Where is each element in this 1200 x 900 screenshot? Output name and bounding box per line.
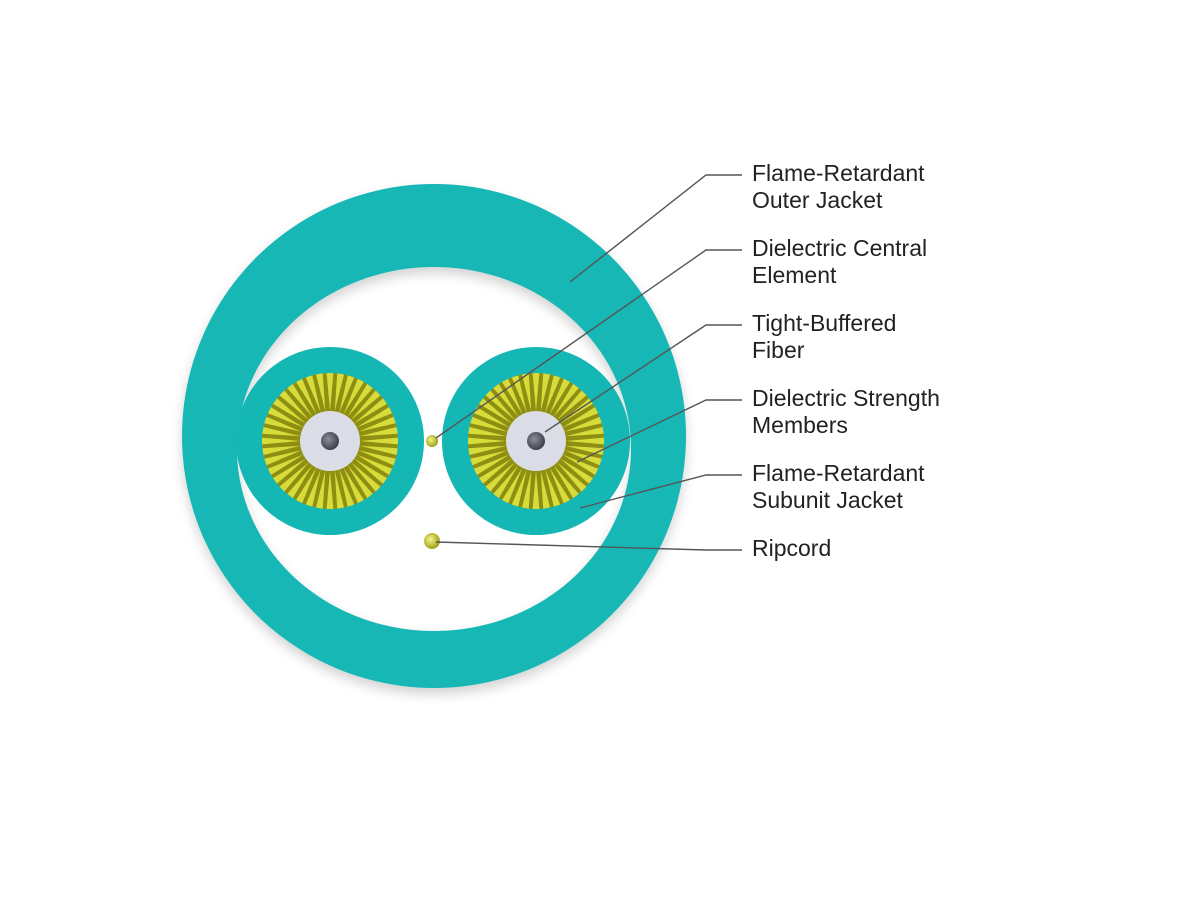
strength-member-strand bbox=[339, 375, 355, 413]
fiber-core-left bbox=[321, 432, 339, 450]
strength-member-strand bbox=[532, 373, 540, 411]
label-outer-jacket: Flame-Retardant Outer Jacket bbox=[752, 160, 925, 213]
strength-member-strand bbox=[360, 437, 398, 445]
label-strength-members: Dielectric Strength Members bbox=[752, 385, 940, 438]
strength-member-strand bbox=[343, 467, 364, 504]
leader-ripcord bbox=[435, 541, 742, 551]
strength-member-strand bbox=[316, 373, 326, 412]
strength-member-strand bbox=[511, 469, 527, 507]
strength-member-strand bbox=[279, 390, 309, 420]
strength-member-strand bbox=[532, 471, 540, 510]
strength-member-strand bbox=[267, 454, 304, 475]
fiber-core-right bbox=[527, 432, 545, 450]
leader-subunit-jacket bbox=[579, 474, 742, 509]
leader-outer-jacket bbox=[569, 174, 742, 283]
strength-member-strand bbox=[359, 427, 398, 437]
label-ripcord: Ripcord bbox=[752, 535, 832, 561]
strength-member-strand bbox=[485, 462, 515, 492]
strength-member-strand bbox=[262, 427, 301, 437]
strength-member-strand bbox=[545, 469, 561, 507]
strength-member-strand bbox=[296, 378, 317, 415]
strength-member-strand bbox=[316, 470, 326, 509]
strength-member-strand bbox=[305, 469, 321, 507]
strength-member-strand bbox=[264, 416, 302, 432]
strength-member-strand bbox=[326, 471, 334, 510]
strength-member-strand bbox=[557, 390, 587, 420]
strength-member-strand bbox=[566, 437, 604, 445]
strength-member-strand bbox=[540, 470, 550, 509]
strength-member-strand bbox=[511, 375, 527, 413]
strength-member-strand bbox=[305, 375, 321, 413]
strength-member-strand bbox=[267, 407, 304, 428]
strength-member-strand bbox=[549, 467, 570, 504]
strength-member-strand bbox=[549, 378, 570, 415]
strength-member-strand bbox=[473, 407, 510, 428]
strength-member-strand bbox=[287, 465, 313, 498]
strength-member-strand bbox=[564, 416, 602, 432]
strength-member-strand bbox=[565, 427, 604, 437]
strength-member-strand bbox=[470, 450, 508, 466]
strength-member-strand bbox=[557, 462, 587, 492]
strength-member-strand bbox=[354, 458, 387, 484]
strength-member-strand bbox=[334, 373, 344, 412]
strength-member-strand bbox=[273, 398, 306, 424]
strength-member-strand bbox=[262, 437, 300, 445]
strength-member-strand bbox=[296, 467, 317, 504]
strength-member-strand bbox=[356, 454, 393, 475]
strength-member-strand bbox=[553, 465, 579, 498]
strength-member-strand bbox=[264, 450, 302, 466]
strength-member-strand bbox=[553, 384, 579, 417]
strength-member-strand bbox=[468, 427, 507, 437]
strength-member-strand bbox=[347, 384, 373, 417]
strength-member-strand bbox=[493, 465, 519, 498]
strength-member-strand bbox=[502, 467, 523, 504]
strength-member-strand bbox=[564, 450, 602, 466]
strength-member-strand bbox=[468, 445, 507, 455]
strength-member-strand bbox=[565, 445, 604, 455]
strength-member-strand bbox=[522, 470, 532, 509]
subunit-left bbox=[236, 347, 424, 535]
leader-tight-buffered-fiber bbox=[544, 324, 742, 433]
strength-member-strand bbox=[479, 398, 512, 424]
strength-member-strand bbox=[470, 416, 508, 432]
strength-member-strand bbox=[358, 416, 396, 432]
strength-member-strand bbox=[473, 454, 510, 475]
strength-member-strand bbox=[287, 384, 313, 417]
strength-member-strand bbox=[359, 445, 398, 455]
dielectric-central-element bbox=[426, 435, 438, 447]
strength-member-strand bbox=[262, 445, 301, 455]
strength-member-strand bbox=[358, 450, 396, 466]
strength-member-strand bbox=[351, 462, 381, 492]
strength-member-strand bbox=[562, 454, 599, 475]
subunit-right bbox=[442, 347, 630, 535]
strength-member-strand bbox=[540, 373, 550, 412]
strength-member-strand bbox=[479, 458, 512, 484]
label-central-element: Dielectric Central Element bbox=[752, 235, 928, 288]
strength-member-strand bbox=[347, 465, 373, 498]
strength-member-strand bbox=[356, 407, 393, 428]
label-subunit-jacket: Flame-Retardant Subunit Jacket bbox=[752, 460, 925, 513]
leader-central-element bbox=[435, 249, 742, 439]
strength-member-strand bbox=[339, 469, 355, 507]
strength-member-strand bbox=[562, 407, 599, 428]
strength-member-strand bbox=[279, 462, 309, 492]
label-tight-buffered-fiber: Tight-Buffered Fiber bbox=[752, 310, 897, 363]
strength-member-strand bbox=[560, 458, 593, 484]
strength-member-strand bbox=[326, 373, 334, 411]
strength-member-strand bbox=[522, 373, 532, 412]
strength-member-strand bbox=[468, 437, 506, 445]
strength-member-strand bbox=[354, 398, 387, 424]
strength-member-strand bbox=[273, 458, 306, 484]
ripcord bbox=[424, 533, 440, 549]
strength-member-strand bbox=[545, 375, 561, 413]
strength-member-strand bbox=[343, 378, 364, 415]
strength-member-strand bbox=[334, 470, 344, 509]
strength-member-strand bbox=[351, 390, 381, 420]
strength-member-strand bbox=[493, 384, 519, 417]
leader-strength-members bbox=[576, 399, 742, 463]
